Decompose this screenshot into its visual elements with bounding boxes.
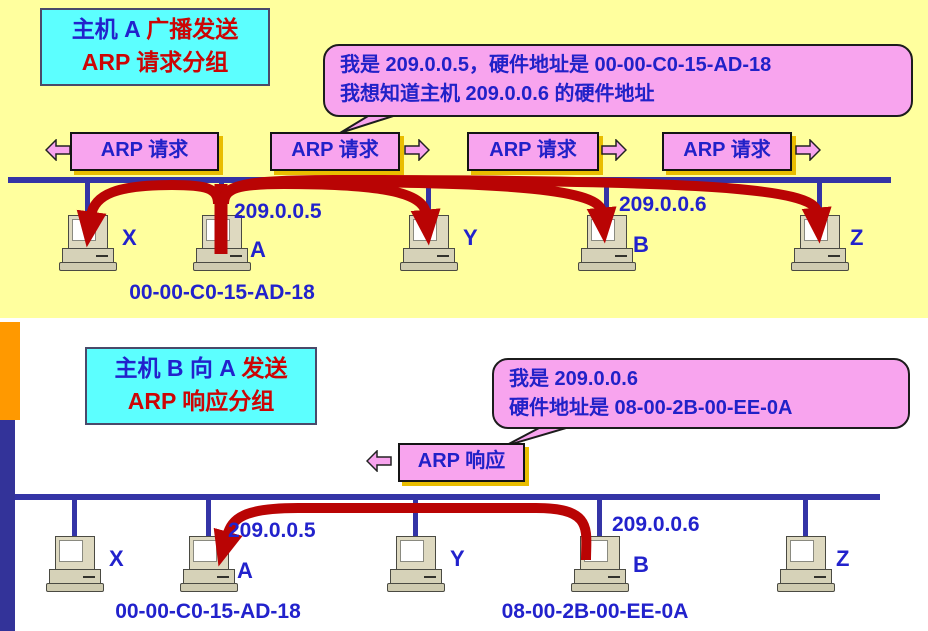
top-bubble-line2: 我想知道主机 209.0.0.6 的硬件地址 — [340, 83, 655, 105]
right-open-arrow-icon — [601, 139, 627, 161]
bottom-speech-bubble: 我是 209.0.0.6 硬件地址是 08-00-2B-00-EE-0A — [492, 358, 910, 429]
top-title-line1: 主机 A 广播发送 — [71, 16, 239, 42]
arp-request-box-1: ARP 请求 — [70, 132, 219, 171]
host-name-B: B — [633, 232, 649, 257]
computer-Y — [400, 215, 458, 272]
arp-request-box-3: ARP 请求 — [467, 132, 599, 171]
mac-label-B: 08-00-2B-00-EE-0A — [501, 600, 689, 623]
host-name-Y: Y — [450, 546, 465, 571]
host-name-Z: Z — [850, 225, 864, 250]
drop-line-X — [72, 500, 77, 538]
host-name-X: X — [122, 225, 137, 250]
arp-request-box-4: ARP 请求 — [662, 132, 792, 171]
bottom-bubble-line2: 硬件地址是 08-00-2B-00-EE-0A — [509, 397, 793, 419]
bottom-title-line2: ARP 响应分组 — [127, 388, 275, 414]
mac-label-A: 00-00-C0-15-AD-18 — [129, 281, 315, 304]
computer-Z — [777, 536, 835, 593]
arp-reply-section: 主机 B 向 A 发送 ARP 响应分组 我是 209.0.0.6 硬件地址是 … — [0, 318, 928, 631]
left-open-arrow-icon — [366, 450, 392, 472]
host-name-X: X — [109, 546, 124, 571]
ip-label-B: 209.0.0.6 — [612, 513, 700, 536]
computer-X — [46, 536, 104, 593]
arp-request-section: 主机 A 广播发送 ARP 请求分组 我是 209.0.0.5，硬件地址是 00… — [0, 0, 928, 318]
right-open-arrow-icon — [404, 139, 430, 161]
drop-line-B — [597, 500, 602, 538]
drop-line-Z — [803, 500, 808, 538]
right-open-arrow-icon — [795, 139, 821, 161]
computer-X — [59, 215, 117, 272]
arp-request-box-2: ARP 请求 — [270, 132, 400, 171]
computer-B — [578, 215, 636, 272]
host-name-Z: Z — [836, 546, 850, 571]
ip-label-B: 209.0.0.6 — [619, 193, 707, 216]
computer-Z — [791, 215, 849, 272]
top-speech-bubble: 我是 209.0.0.5，硬件地址是 00-00-C0-15-AD-18 我想知… — [323, 44, 913, 117]
bottom-title-line1: 主机 B 向 A 发送 — [114, 355, 288, 381]
mac-label-A: 00-00-C0-15-AD-18 — [115, 600, 301, 623]
computer-B — [571, 536, 629, 593]
arp-reply-box: ARP 响应 — [398, 443, 525, 482]
computer-Y — [387, 536, 445, 593]
ethernet-bus — [15, 494, 880, 500]
computer-A — [180, 536, 238, 593]
top-title-box: 主机 A 广播发送 ARP 请求分组 — [40, 8, 270, 86]
ip-label-A: 209.0.0.5 — [234, 200, 322, 223]
host-name-A: A — [237, 558, 253, 583]
top-title-line2: ARP 请求分组 — [81, 49, 229, 75]
host-name-Y: Y — [463, 225, 478, 250]
ip-label-A: 209.0.0.5 — [228, 519, 316, 542]
bottom-bubble-line1: 我是 209.0.0.6 — [509, 368, 638, 390]
drop-line-A — [206, 500, 211, 538]
host-name-B: B — [633, 552, 649, 577]
slide-margin-navy-bar — [0, 420, 15, 631]
drop-line-Y — [413, 500, 418, 538]
slide-margin-orange-bar — [0, 322, 20, 420]
top-bubble-line1: 我是 209.0.0.5，硬件地址是 00-00-C0-15-AD-18 — [340, 54, 772, 76]
ethernet-bus — [8, 177, 891, 183]
arrow-A-to-X — [76, 179, 223, 248]
bottom-title-box: 主机 B 向 A 发送 ARP 响应分组 — [85, 347, 317, 425]
left-open-arrow-icon — [45, 139, 71, 161]
host-name-A: A — [250, 237, 266, 262]
